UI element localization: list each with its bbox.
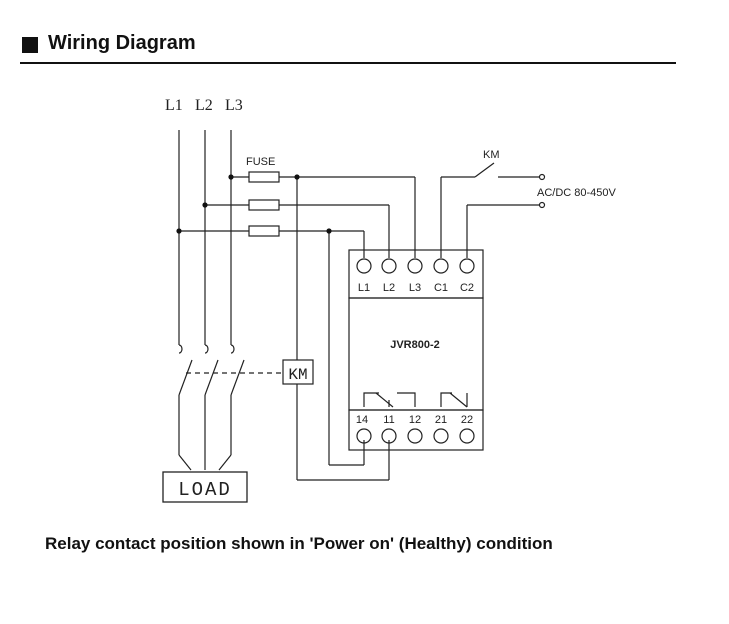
relay-bottom-terminal-12: 12	[409, 414, 421, 426]
relay-top-terminal-l2: L2	[383, 282, 395, 294]
phase-label-l2: L2	[195, 97, 213, 114]
relay-model-label: JVR800-2	[390, 339, 440, 351]
relay-top-terminal-l1: L1	[358, 282, 370, 294]
relay-bottom-terminal-14: 14	[356, 414, 368, 426]
fuse-label: FUSE	[246, 156, 275, 168]
supply-label: AC/DC 80-450V	[537, 187, 617, 199]
section-title: Wiring Diagram	[48, 32, 196, 54]
phase-label-l1: L1	[165, 97, 183, 114]
relay-top-terminal-l3: L3	[409, 282, 421, 294]
relay-bottom-terminal-21: 21	[435, 414, 447, 426]
contactor-label: KM	[288, 366, 307, 384]
phase-label-l3: L3	[225, 97, 243, 114]
relay-bottom-terminal-11: 11	[383, 414, 394, 426]
km-switch-label: KM	[483, 149, 500, 161]
header-square-icon	[22, 37, 38, 53]
load-label: LOAD	[178, 479, 232, 501]
relay-top-terminal-c1: C1	[434, 282, 448, 294]
relay-top-terminal-c2: C2	[460, 282, 474, 294]
diagram-caption: Relay contact position shown in 'Power o…	[45, 534, 553, 553]
section-header: Wiring Diagram	[20, 32, 676, 64]
relay-bottom-terminal-22: 22	[461, 414, 473, 426]
